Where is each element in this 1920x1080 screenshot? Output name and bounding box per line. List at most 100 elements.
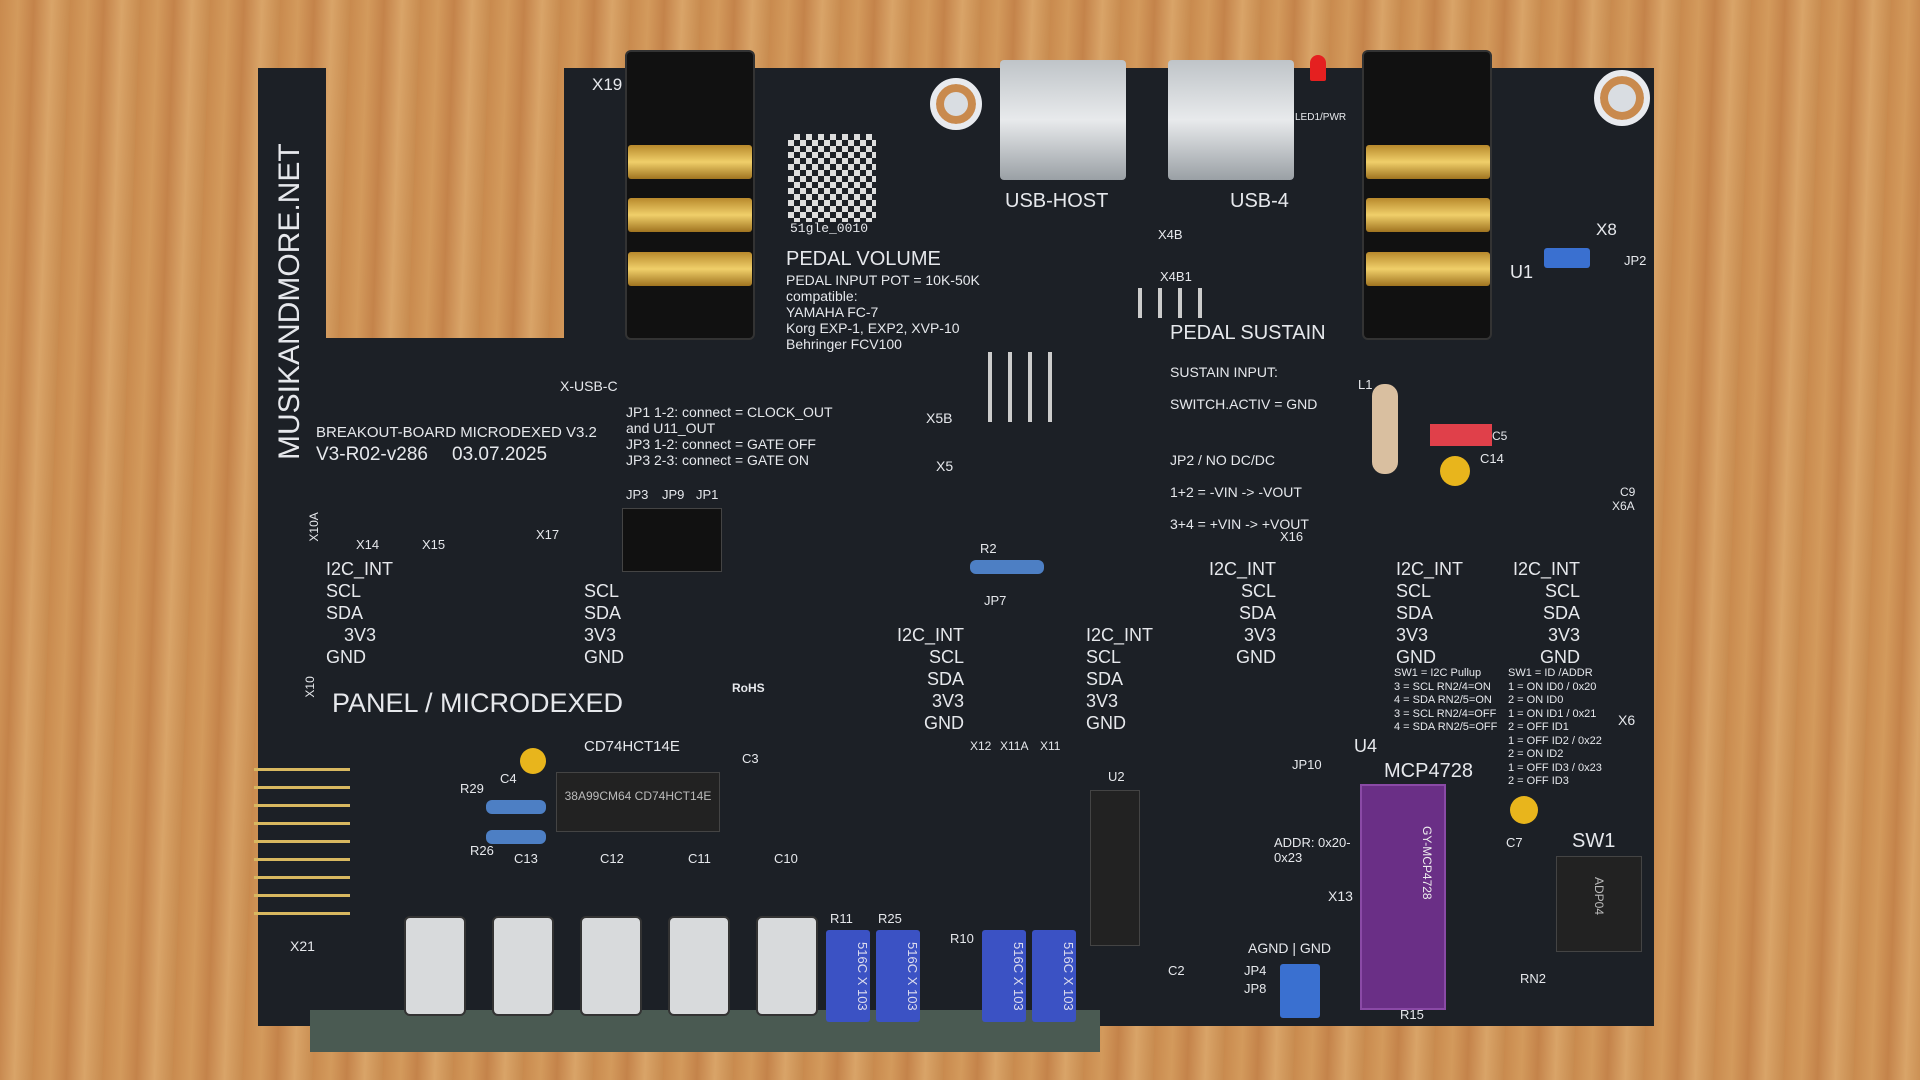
u3-chip: 38A99CM64 CD74HCT14E: [556, 772, 720, 832]
i2c-label: SDA: [1396, 603, 1434, 623]
i2c-label: 3V3: [344, 625, 377, 645]
i2c-label: I2C_INT: [1086, 625, 1154, 645]
r15-label: R15: [1400, 1007, 1424, 1022]
qr-code: [788, 134, 876, 222]
note-line: 1+2 = -VIN -> -VOUT: [1170, 484, 1302, 500]
trimmer-pot-r11[interactable]: 516C X 103: [826, 930, 870, 1022]
cv-jack[interactable]: [756, 916, 818, 1016]
addr-label: ADDR: 0x20-0x23: [1274, 835, 1351, 865]
cv-jack[interactable]: [404, 916, 466, 1016]
r29-label: R29: [460, 781, 484, 796]
sw1-dip-switch[interactable]: ADP04: [1556, 856, 1642, 952]
x-usb-c-label: X-USB-C: [560, 378, 618, 394]
usb-host-label: USB-HOST: [1005, 190, 1109, 212]
pot-marking: 516C X 103: [1061, 941, 1076, 1011]
i2c-label: 3V3: [1396, 625, 1429, 645]
x5-label: X5: [936, 458, 954, 474]
c3-label: C3: [742, 751, 759, 766]
note-line: 3+4 = +VIN -> +VOUT: [1170, 516, 1309, 532]
i2c-label: SCL: [1240, 581, 1276, 601]
l1-label: L1: [1358, 377, 1373, 392]
note-line: 1 = OFF ID3 / 0x23: [1508, 761, 1602, 774]
jp2-jumper-cap[interactable]: [1544, 248, 1590, 268]
trimmer-pot-r25[interactable]: 516C X 103: [876, 930, 920, 1022]
jp4-label: JP4: [1244, 963, 1267, 978]
i2c-label: SDA: [584, 603, 622, 623]
cv-jack[interactable]: [492, 916, 554, 1016]
jp4-jumper-cap[interactable]: [1280, 964, 1320, 1018]
note-line: SUSTAIN INPUT:: [1170, 364, 1278, 380]
resistor-r2: [970, 560, 1044, 574]
pedal-sustain-title: PEDAL SUSTAIN: [1170, 322, 1326, 344]
jumper-block[interactable]: [622, 508, 722, 572]
cv-jack[interactable]: [580, 916, 642, 1016]
x16-label: X16: [1280, 529, 1304, 544]
mounting-hole: [930, 78, 982, 130]
note-line: 3 = SCL RN2/4=ON: [1394, 680, 1491, 693]
x15-label: X15: [422, 537, 446, 552]
trimmer-pot-r10[interactable]: 516C X 103: [982, 930, 1026, 1022]
i2c-label: SDA: [1542, 603, 1580, 623]
u1-label: U1: [1510, 262, 1534, 282]
i2c-label: GND: [326, 647, 366, 667]
x11-label: X11: [1040, 739, 1061, 753]
jp1-label: JP1: [696, 487, 719, 502]
note-line: SW1 = I2C Pullup: [1394, 667, 1482, 679]
capacitor-c4: [520, 748, 546, 774]
resistor-r26: [486, 830, 546, 844]
note-line: PEDAL INPUT POT = 10K-50K: [786, 272, 980, 288]
x13-label: X13: [1328, 888, 1353, 904]
note-line: SWITCH.ACTIV = GND: [1170, 396, 1318, 412]
x19-label: X19: [592, 75, 623, 94]
c12-label: C12: [600, 851, 624, 866]
i2c-label: SCL: [1544, 581, 1580, 601]
trimmer-pot[interactable]: 516C X 103: [1032, 930, 1076, 1022]
mounting-hole: [1594, 70, 1650, 126]
jp10-label: JP10: [1292, 757, 1322, 772]
r11-label: R11: [830, 911, 853, 926]
u2-label: U2: [1108, 769, 1125, 784]
qr-code-text: 51gle_0010: [790, 221, 869, 236]
note-line: 1 = OFF ID2 / 0x22: [1508, 734, 1602, 747]
note-line: 2 = OFF ID3: [1508, 775, 1569, 787]
capacitor-c7: [1510, 796, 1538, 824]
c11-label: C11: [688, 851, 711, 866]
resistor-r29: [486, 800, 546, 814]
cv-jack[interactable]: [668, 916, 730, 1016]
note-line: 2 = ON ID2: [1508, 748, 1564, 760]
i2c-label: 3V3: [931, 691, 964, 711]
note-line: 2 = OFF ID1: [1508, 721, 1569, 733]
c14-label: C14: [1480, 451, 1504, 466]
pedal-sustain-jack[interactable]: [1362, 50, 1492, 340]
x5b-pin-header[interactable]: [980, 352, 1060, 422]
rn2-label: RN2: [1520, 971, 1547, 986]
pedal-volume-notes: PEDAL INPUT POT = 10K-50K compatible: YA…: [786, 272, 980, 352]
i2c-label: SDA: [1238, 603, 1276, 623]
jack-contact: [1366, 252, 1490, 286]
usb-host-port[interactable]: [1000, 60, 1126, 180]
usb-4-label: USB-4: [1230, 190, 1289, 212]
x21-pin-header[interactable]: [254, 760, 350, 930]
i2c-label: I2C_INT: [896, 625, 964, 645]
jp2-label: JP2: [1624, 253, 1647, 268]
jp3-label: JP3: [626, 487, 649, 502]
panel-label: PANEL / MICRODEXED: [332, 688, 624, 718]
i2c-label: GND: [1236, 647, 1276, 667]
switch-marking: ADP04: [1592, 877, 1606, 916]
x17-label: X17: [536, 527, 560, 542]
i2c-label: SCL: [326, 581, 362, 601]
c9-label: C9: [1620, 485, 1636, 499]
x4b1-pin-header[interactable]: [1130, 288, 1210, 318]
pedal-volume-jack[interactable]: [625, 50, 755, 340]
x10a-label: X10A: [306, 512, 321, 542]
note-line: and U11_OUT: [626, 420, 716, 436]
pot-marking: 516C X 103: [905, 941, 920, 1011]
usb-4-port[interactable]: [1168, 60, 1294, 180]
note-line: compatible:: [786, 288, 858, 304]
